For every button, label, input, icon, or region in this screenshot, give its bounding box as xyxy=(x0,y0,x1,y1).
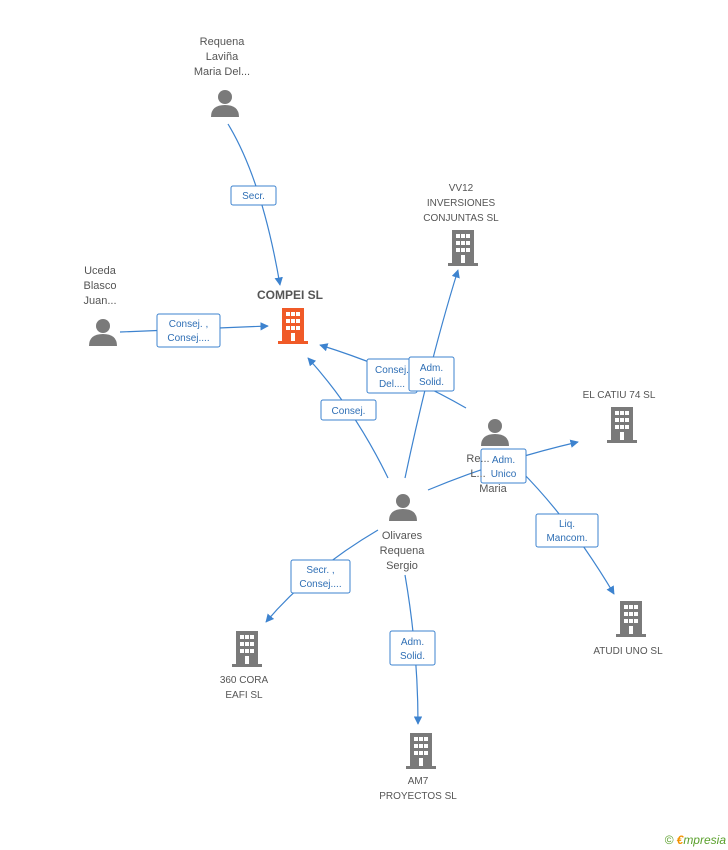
building-icon xyxy=(232,631,262,667)
node-label: Laviña xyxy=(206,51,239,63)
node-label: AM7 xyxy=(408,776,429,787)
edge-label-text: Unico xyxy=(491,469,517,480)
edge-label-text: Adm. xyxy=(401,637,424,648)
person-icon xyxy=(389,494,417,521)
node-label: Olivares xyxy=(382,530,423,542)
edge-label-consej-olivares[interactable]: Consej. xyxy=(320,399,377,421)
brand-e: € xyxy=(676,833,684,847)
edge-label-adm-unico[interactable]: Adm. Unico xyxy=(480,448,527,484)
brand-text: mpresia xyxy=(683,833,726,847)
node-label: EAFI SL xyxy=(225,690,263,701)
node-compei[interactable]: COMPEI SL xyxy=(257,288,323,344)
person-icon xyxy=(211,90,239,117)
node-label: Uceda xyxy=(84,265,117,277)
node-label: Requena xyxy=(380,545,426,557)
edge-label-secr-consej[interactable]: Secr. , Consej.... xyxy=(290,559,351,594)
node-label: VV12 xyxy=(449,183,474,194)
edge-label-text: Consej. xyxy=(375,365,409,376)
edge-label-text: Adm. xyxy=(492,455,515,466)
edge-label-text: Solid. xyxy=(419,377,444,388)
node-requena2[interactable]: Re... L... Maria xyxy=(466,419,509,495)
person-icon xyxy=(481,419,509,446)
node-label: Re... xyxy=(466,453,489,465)
node-requena[interactable]: Requena Laviña Maria Del... xyxy=(194,36,250,117)
building-icon xyxy=(448,230,478,266)
edge-label-consej-uceda[interactable]: Consej. , Consej.... xyxy=(156,313,221,348)
person-icon xyxy=(89,319,117,346)
node-label: Maria xyxy=(479,483,507,495)
edge-label-adm-vv12[interactable]: Adm. Solid. xyxy=(408,356,455,392)
node-label: 360 CORA xyxy=(220,675,269,686)
edge-label-consej-del[interactable]: Consej. Del.... xyxy=(366,358,418,394)
node-label: Juan... xyxy=(83,295,116,307)
node-label: Requena xyxy=(200,36,246,48)
edge-label-adm-am7[interactable]: Adm. Solid. xyxy=(389,630,436,666)
node-label: COMPEI SL xyxy=(257,288,323,302)
edges xyxy=(119,123,615,725)
node-label: INVERSIONES xyxy=(427,198,496,209)
edge-label-text: Solid. xyxy=(400,651,425,662)
node-label: EL CATIU 74 SL xyxy=(583,390,656,401)
node-vv12[interactable]: VV12 INVERSIONES CONJUNTAS SL xyxy=(423,183,499,266)
empresia-logo: ©€mpresia xyxy=(665,833,726,847)
node-label: Blasco xyxy=(83,280,116,292)
node-label: PROYECTOS SL xyxy=(379,791,457,802)
edge-label-text: Consej. xyxy=(332,406,366,417)
edge-label-liq[interactable]: Liq. Mancom. xyxy=(535,513,599,548)
edge-label-text: Adm. xyxy=(420,363,443,374)
edge-label-text: Consej. , xyxy=(169,319,208,330)
node-elcatiu[interactable]: EL CATIU 74 SL xyxy=(583,390,656,443)
building-icon xyxy=(607,407,637,443)
copyright-icon: © xyxy=(664,833,674,847)
node-label: L... xyxy=(470,468,485,480)
node-label: Sergio xyxy=(386,560,418,572)
node-label: ATUDI UNO SL xyxy=(593,646,663,657)
building-icon xyxy=(616,601,646,637)
edge-label-text: Consej.... xyxy=(167,333,209,344)
node-uceda[interactable]: Uceda Blasco Juan... xyxy=(83,265,117,346)
node-atudi[interactable]: ATUDI UNO SL xyxy=(593,601,663,657)
building-icon xyxy=(406,733,436,769)
node-label: CONJUNTAS SL xyxy=(423,213,499,224)
node-cora[interactable]: 360 CORA EAFI SL xyxy=(220,631,269,701)
edge-label-text: Liq. xyxy=(559,519,575,530)
edge-label-text: Mancom. xyxy=(546,533,587,544)
edge-label-text: Del.... xyxy=(379,379,405,390)
edge-label-text: Secr. , xyxy=(306,565,334,576)
node-am7[interactable]: AM7 PROYECTOS SL xyxy=(379,733,457,802)
node-label: Maria Del... xyxy=(194,66,250,78)
edge-label-text: Consej.... xyxy=(299,579,341,590)
node-olivares[interactable]: Olivares Requena Sergio xyxy=(380,494,426,572)
edge-label-secr[interactable]: Secr. xyxy=(230,185,277,206)
building-icon xyxy=(278,308,308,344)
edge-label-text: Secr. xyxy=(242,191,265,202)
